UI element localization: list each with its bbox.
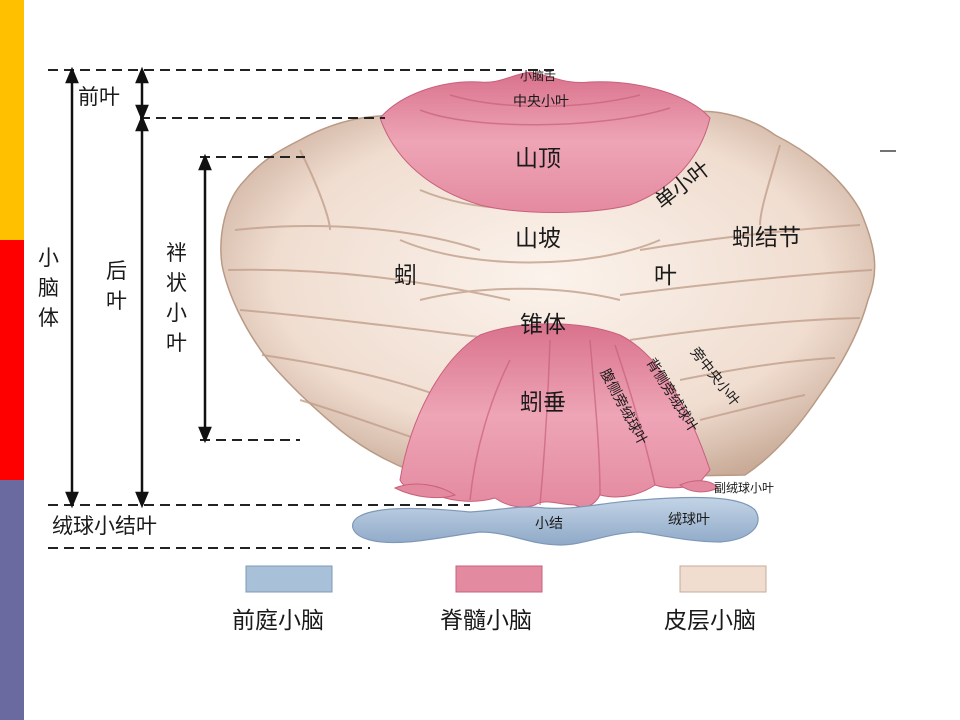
sidebar-red-bar [0, 240, 24, 480]
uvula-pink-region [399, 323, 711, 508]
label-yinchui: 蚓垂 [520, 390, 566, 416]
legend-label-vestibular: 前庭小脑 [232, 608, 324, 634]
label-zhuiti: 锥体 [520, 312, 566, 338]
flocculonodular-blue [352, 496, 759, 546]
label-xiaonaoti-2: 脑 [38, 276, 59, 300]
sidebar-yellow-bar [0, 0, 24, 240]
legend-swatch-spinal [455, 565, 543, 593]
label-pangzhuang-3: 小 [166, 301, 187, 325]
label-xiaojie: 小结 [535, 516, 563, 532]
cortical-body [220, 110, 876, 481]
legend-label-cortical: 皮层小脑 [664, 608, 756, 634]
flap-right [679, 480, 719, 493]
label-jiejiejie: 蚓结节 [732, 225, 801, 251]
label-ye: 叶 [654, 263, 677, 289]
label-pangzhuang-4: 叶 [166, 331, 187, 355]
label-pangzhuang-2: 状 [166, 271, 187, 295]
label-shanpo: 山坡 [515, 226, 561, 252]
label-xiaonaoti-1: 小 [38, 246, 59, 270]
label-rongqiuxiaojieye: 绒球小结叶 [52, 514, 157, 538]
label-pangzhuang-1: 袢 [166, 241, 187, 265]
flap-left [393, 483, 457, 499]
dashed-lines [48, 69, 560, 549]
legend-label-spinal: 脊髓小脑 [440, 608, 532, 634]
label-xiaonaoshe: 小脑舌 [520, 69, 556, 83]
label-rongqiuye: 绒球叶 [668, 512, 710, 528]
label-zhongyangxiaoye: 中央小叶 [513, 94, 569, 110]
label-houye-2: 叶 [106, 289, 127, 313]
label-houye-1: 后 [106, 259, 127, 283]
label-qianye: 前叶 [78, 85, 120, 109]
label-furongqiuxiaoye: 副绒球小叶 [714, 481, 774, 495]
label-xiaonaoti-3: 体 [38, 306, 59, 330]
bracket-arrows [65, 66, 212, 509]
anterior-pink-region [379, 71, 711, 213]
legend-swatch-vestibular [245, 565, 333, 593]
sidebar-purple-bar [0, 480, 24, 720]
folia-lines [227, 144, 873, 441]
label-shanding: 山顶 [515, 146, 561, 172]
label-yin: 蚓 [394, 263, 417, 289]
legend-swatch-cortical [679, 565, 767, 593]
